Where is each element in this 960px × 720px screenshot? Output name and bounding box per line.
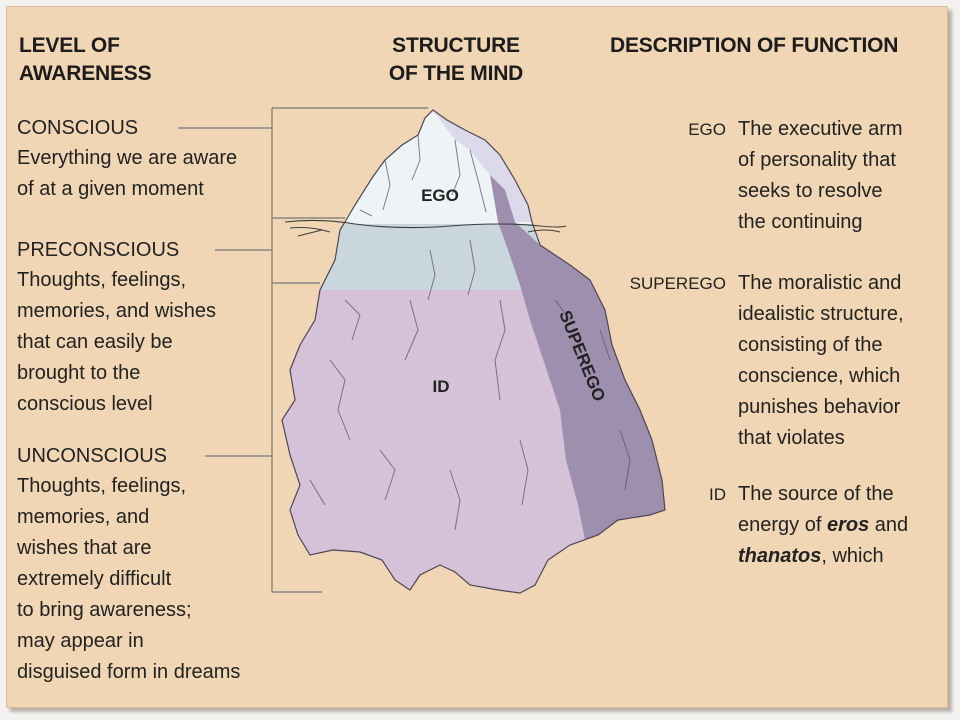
function-key-id: ID xyxy=(709,485,726,504)
id-label: ID xyxy=(433,377,450,396)
level-bracket xyxy=(178,107,428,593)
superego-zone xyxy=(490,175,665,540)
preconscious-title: PRECONSCIOUS xyxy=(17,239,180,261)
unconscious-description: Thoughts, feelings, memories, and wishes… xyxy=(17,475,241,683)
preconscious-description: Thoughts, feelings, memories, and wishes… xyxy=(17,269,216,415)
thanatos-term: thanatos xyxy=(738,545,822,567)
header-structure-of-mind: STRUCTURE OF THE MIND xyxy=(388,34,524,85)
tip-shading xyxy=(433,110,532,222)
iceberg-outline xyxy=(281,109,666,594)
header-level-of-awareness: LEVEL OF AWARENESS xyxy=(19,34,152,85)
conscious-description: Everything we are aware of at a given mo… xyxy=(17,147,238,200)
eros-term: eros xyxy=(826,514,870,536)
function-ego-description: The executive arm of personality that se… xyxy=(738,118,903,233)
conscious-title: CONSCIOUS xyxy=(17,117,139,139)
water-line xyxy=(284,219,567,237)
function-id-description: The source of the energy of eros and tha… xyxy=(738,483,909,567)
function-superego-description: The moralistic and idealistic structure,… xyxy=(738,272,904,449)
function-key-ego: EGO xyxy=(688,120,726,139)
header-description-of-function: DESCRIPTION OF FUNCTION xyxy=(610,34,899,57)
function-key-superego: SUPEREGO xyxy=(629,274,726,293)
ego-label: EGO xyxy=(421,186,459,205)
unconscious-title: UNCONSCIOUS xyxy=(17,445,168,467)
iceberg-cracks xyxy=(309,134,631,531)
